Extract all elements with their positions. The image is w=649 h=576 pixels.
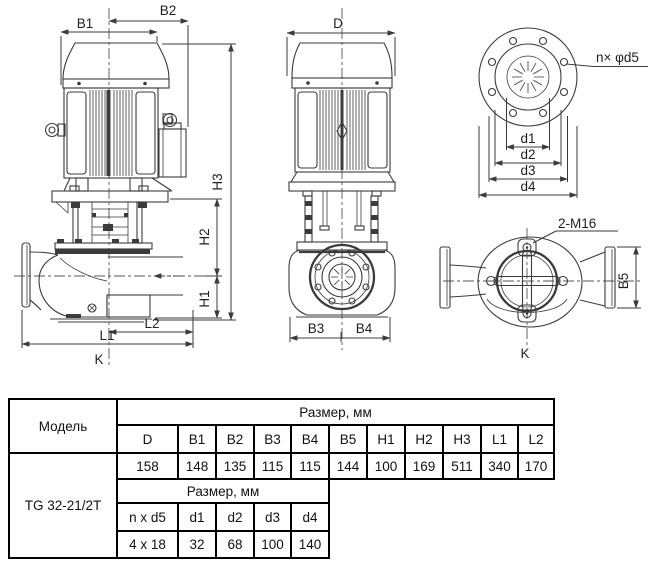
front-view-drawing: B1 B2 H3 H2 H1 L2 L1 K	[14, 3, 236, 368]
value-h3: 511	[442, 452, 482, 480]
value-b4: 115	[290, 452, 330, 480]
column-header-row: D B1 B2 B3 B4 B5 H1 H2 H3 L1 L2	[9, 424, 556, 454]
dim-label-d2: d2	[520, 147, 535, 162]
value-l2: 170	[516, 452, 556, 480]
col-header-l2: L2	[516, 424, 556, 454]
motor-fan-cover	[62, 42, 170, 89]
col-header-h2: H2	[404, 424, 444, 454]
sub-value-d4: 140	[290, 530, 330, 559]
col-header-b3: B3	[253, 424, 292, 454]
thread-boss-bottom	[517, 304, 537, 323]
sub-col-nxd5: n x d5	[116, 502, 179, 532]
value-l1: 340	[480, 452, 519, 480]
dim-label-d1: d1	[520, 131, 535, 146]
plan-view-drawing: 2-M16 B5 K	[439, 216, 641, 361]
pump-volute-front	[21, 239, 183, 323]
flange-diameter-dimensions: d1 d2 d3 d4	[478, 98, 578, 198]
dim-label-l2: L2	[144, 316, 159, 331]
dim-label-l1: L1	[99, 328, 114, 343]
table-header-row: Модель Размер, мм	[8, 398, 556, 454]
value-b5: 144	[328, 452, 368, 480]
dim-label-d: D	[333, 16, 343, 31]
lifting-eye-left	[44, 122, 66, 138]
sub-col-d3: d3	[253, 502, 292, 532]
pump-volute-side	[288, 241, 396, 318]
dim-label-h2: H2	[197, 228, 212, 245]
model-cell: TG 32-21/2T	[8, 452, 118, 559]
plan-view-dimensions: B5 K	[520, 246, 641, 361]
thread-boss-top	[517, 238, 537, 257]
value-b3: 115	[253, 452, 292, 480]
side-view-drawing: D B3 B4	[286, 8, 396, 350]
col-header-b5: B5	[328, 424, 368, 454]
sub-size-header-row: Размер, мм	[9, 478, 554, 504]
dim-label-b1: B1	[77, 16, 94, 31]
col-header-d: D	[116, 424, 179, 454]
flange-face-drawing: n× φd5 d1 d2 d3 d4	[478, 27, 648, 198]
motor-body	[63, 87, 159, 179]
dim-label-b3: B3	[308, 321, 325, 336]
sub-col-d4: d4	[290, 502, 330, 532]
sub-value-d3: 100	[253, 530, 292, 559]
col-header-b1: B1	[177, 424, 217, 454]
sub-col-d2: d2	[215, 502, 255, 532]
lifting-eye-right	[162, 112, 178, 128]
value-h1: 100	[366, 452, 406, 480]
value-b2: 135	[215, 452, 255, 480]
thread-spec-label: 2-M16	[558, 216, 596, 231]
motor-mounting	[51, 177, 173, 214]
dim-label-b4: B4	[356, 321, 373, 336]
motor-body-side	[294, 87, 391, 173]
dim-label-d3: d3	[520, 163, 535, 178]
col-header-b2: B2	[215, 424, 255, 454]
value-d: 158	[116, 452, 179, 480]
bolt-spec-label: n× φd5	[596, 50, 639, 65]
sub-value-nxd5: 4 x 18	[116, 530, 179, 559]
col-header-b4: B4	[290, 424, 330, 454]
table-void-area	[329, 479, 554, 558]
dimensions-table: Модель Размер, мм D B1 B2 B3 B4 B5 H1 H2…	[8, 398, 556, 559]
dim-label-h3: H3	[210, 173, 225, 190]
dim-label-h1: H1	[197, 290, 212, 307]
dim-label-b5: B5	[616, 273, 631, 290]
side-view-dimensions: D B3 B4	[286, 16, 396, 342]
terminal-box	[158, 122, 187, 178]
sub-col-d1: d1	[177, 502, 217, 532]
col-header-l1: L1	[480, 424, 519, 454]
col-header-h3: H3	[442, 424, 482, 454]
support-rods	[304, 191, 379, 243]
sub-size-header-cell: Размер, мм	[116, 478, 330, 504]
value-b1: 148	[177, 452, 217, 480]
dim-label-d4: d4	[520, 179, 536, 194]
size-header-cell: Размер, мм	[115, 398, 556, 426]
value-h2: 169	[404, 452, 444, 480]
dim-label-b2: B2	[160, 3, 177, 18]
sub-value-d1: 32	[177, 530, 217, 559]
technical-drawing: B1 B2 H3 H2 H1 L2 L1 K	[14, 3, 648, 368]
sub-value-row: 4 x 18 32 68 100 140	[9, 530, 554, 559]
coupling-lantern	[72, 201, 143, 244]
col-header-h1: H1	[366, 424, 406, 454]
value-row: TG 32-21/2T 158 148 135 115 115 144 100 …	[8, 452, 556, 559]
dim-label-k-plan: K	[520, 346, 529, 361]
sub-value-d2: 68	[215, 530, 255, 559]
model-header-cell: Модель	[8, 398, 118, 454]
dim-label-k-front: K	[94, 352, 103, 367]
front-view-dimensions: B1 B2 H3 H2 H1 L2 L1 K	[21, 3, 236, 367]
sub-column-header-row: n x d5 d1 d2 d3 d4	[9, 502, 554, 532]
